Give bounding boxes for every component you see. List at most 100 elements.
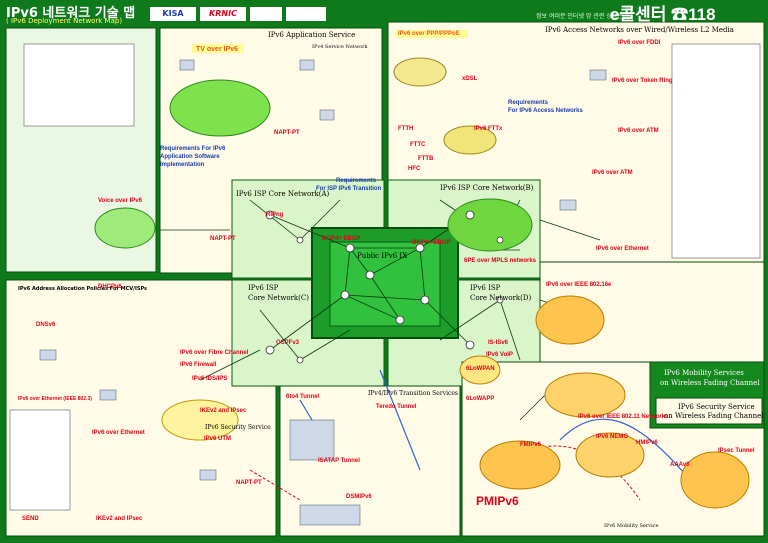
krnic-logo: KRNIC — [200, 7, 246, 21]
label-req-access-2: For IPv6 Access Networks — [508, 108, 583, 114]
label-nemo: IPv6 NEMO — [596, 434, 629, 440]
label-bgp-ix-2: BGP4+ EBGP — [412, 240, 451, 246]
label-natpt-1: NAPT-PT — [274, 130, 300, 136]
server-rack-1 — [179, 59, 195, 71]
label-req-access-1: Requirements — [508, 100, 549, 106]
core-router-d — [465, 340, 475, 350]
label-pppoe: IPv6 over PPP/PPPoE — [398, 31, 460, 37]
server-rack-6 — [39, 349, 57, 361]
label-ethernet-l: IPv6 over Ethernet — [92, 430, 145, 436]
label-ieee8023: IPv6 over Ethernet (IEEE 802.3) — [18, 396, 92, 402]
label-ids-ips: IPv6 IDS/IPS — [192, 376, 228, 382]
label-atm2: IPv6 over ATM — [592, 170, 633, 176]
label-req-app-2: Application Software — [160, 154, 220, 160]
mobility-cloud-3 — [680, 451, 750, 509]
section-core-a: IPv6 ISP Core Network(A) — [236, 190, 330, 198]
label-ripng: RIPng — [266, 212, 284, 218]
ix-router-1 — [345, 243, 355, 253]
80216-cloud — [535, 295, 605, 345]
label-voice-over-ipv6: Voice over IPv6 — [98, 198, 142, 204]
section-core-c-line1: IPv6 ISP — [248, 284, 279, 292]
section-mobility-line2: on Wireless Fading Channel — [660, 379, 760, 387]
server-rack-9 — [289, 419, 335, 461]
label-req-core-1: Requirements — [336, 178, 377, 184]
label-hmipv6: HMIPv6 — [636, 440, 658, 446]
tv-network-cloud — [169, 79, 271, 137]
label-ieee80211: IPv6 over IEEE 802.11 Networks — [578, 414, 669, 420]
tag-tv — [192, 44, 244, 53]
section-core-d-line2: Core Network(D) — [470, 294, 532, 302]
partner-logo — [250, 7, 282, 21]
server-rack-7 — [99, 389, 117, 401]
label-isis: IS-ISv6 — [488, 340, 509, 346]
mobility-cloud-1 — [479, 440, 561, 490]
ix-router-6 — [395, 315, 405, 325]
label-ike-ipsec: IKEv2 and IPsec — [200, 408, 247, 414]
ix-router-3 — [340, 290, 350, 300]
server-rack-5 — [559, 199, 577, 211]
edge-router-4 — [496, 296, 504, 304]
label-fmipv6: FMIPv6 — [520, 442, 542, 448]
label-utm: IPv6 UTM — [204, 436, 232, 442]
spec-column-bottom — [9, 409, 71, 511]
core-router-c — [265, 345, 275, 355]
mobility-cloud-2 — [575, 432, 645, 478]
spec-column-right — [671, 43, 761, 259]
server-rack-8 — [199, 469, 217, 481]
label-address-policy: IPv6 Address Allocation Policies For MCV… — [18, 286, 148, 292]
section-service-network: IPv4 Service Network — [312, 44, 368, 50]
ministry-logo — [286, 7, 326, 21]
label-6to4: 6to4 Tunnel — [286, 394, 320, 400]
label-firewall: IPv6 Firewall — [180, 362, 217, 368]
label-token-ring: IPv6 over Token Ring — [612, 78, 673, 84]
section-core-d-line1: IPv6 ISP — [470, 284, 501, 292]
server-rack-10 — [299, 504, 361, 526]
server-rack-2 — [299, 59, 315, 71]
page-subtitle: ( IPv6 Deployment Network Map) — [6, 17, 123, 25]
helpline-brand: e콜센터 ☎118 — [610, 5, 716, 24]
label-ieee80216: IPv6 over IEEE 802.16e — [546, 282, 612, 288]
label-isatap: ISATAP Tunnel — [318, 458, 360, 464]
section-security-fading-line1: IPv6 Security Service — [678, 403, 755, 411]
label-fttc: FTTC — [410, 142, 426, 148]
label-tv-over-ipv6: TV over IPv6 — [196, 46, 239, 53]
label-dsmip: DSMIPv6 — [346, 494, 372, 500]
label-dnsv6: DNSv6 — [36, 322, 56, 328]
label-blowapp: 6LoWAPP — [466, 396, 495, 402]
ix-router-4 — [420, 295, 430, 305]
label-blowpan: 6LoWPAN — [466, 366, 495, 372]
tag-pppoe — [396, 30, 468, 38]
section-mobility-bottom: IPv6 Mobility Service — [604, 523, 659, 529]
core-router-b — [465, 210, 475, 220]
core-router-a — [265, 210, 275, 220]
label-natpt-2: NAPT-PT — [210, 236, 236, 242]
firewall-cloud — [161, 399, 239, 441]
section-app-service: IPv6 Application Service — [268, 31, 356, 39]
label-bgp-ix-1: BGP4+ EBGP — [322, 236, 361, 242]
label-req-core-2: For ISP IPv6 Transition — [316, 186, 382, 192]
spec-column-left — [23, 43, 135, 127]
label-fddi: IPv6 over FDDI — [618, 40, 661, 46]
label-pmipv6: PMIPv6 — [476, 494, 519, 508]
label-fttb: FTTB — [418, 156, 434, 162]
section-security: IPv6 Security Service — [205, 424, 271, 431]
voice-network-cloud — [94, 207, 156, 249]
fttx-cloud — [443, 125, 497, 155]
label-voip: IPv6 VoIP — [486, 352, 513, 358]
80211-cloud — [544, 372, 626, 418]
label-mpls: 6PE over MPLS networks — [464, 258, 537, 264]
kisa-logo: KISA — [150, 7, 196, 21]
label-ipv6-fttx: IPv6 FTTx — [474, 126, 503, 132]
section-security-fading-line2: on Wireless Fading Channel — [664, 412, 764, 420]
label-req-app-1: Requirements For IPv6 — [160, 146, 226, 152]
mpls-network-cloud — [447, 198, 533, 252]
section-access-networks: IPv6 Access Networks over Wired/Wireless… — [545, 26, 734, 34]
edge-router-3 — [296, 356, 304, 364]
label-natpt-3: NAPT-PT — [236, 480, 262, 486]
label-atm: IPv6 over ATM — [618, 128, 659, 134]
pppoe-cloud — [393, 57, 447, 87]
ix-router-2 — [415, 243, 425, 253]
edge-router-2 — [496, 236, 504, 244]
